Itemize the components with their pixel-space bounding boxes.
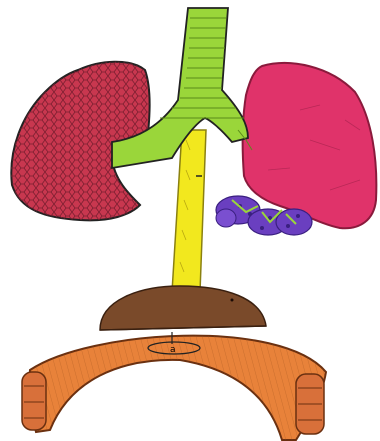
esophagus <box>172 130 206 292</box>
heart-base <box>100 286 266 330</box>
marker-a-label: a <box>170 345 176 355</box>
right-lung <box>243 63 377 228</box>
